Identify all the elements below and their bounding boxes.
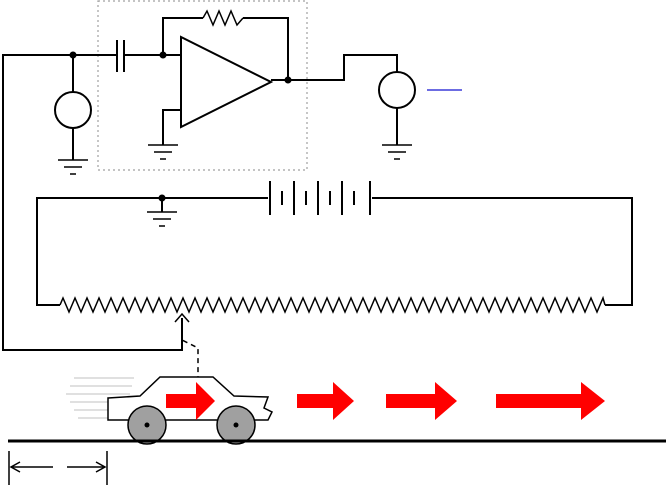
slide-potentiometer — [60, 298, 605, 312]
ground-icon — [58, 160, 88, 174]
battery-loop — [37, 195, 632, 306]
battery — [270, 181, 370, 215]
ground-icon — [382, 145, 412, 159]
coupling-capacitor — [117, 40, 167, 72]
ground-icon — [148, 145, 178, 159]
motion-arrow-4 — [496, 382, 605, 420]
distance-marker — [9, 451, 107, 485]
ground-icon — [147, 212, 177, 226]
car — [108, 377, 272, 444]
mechanical-link — [182, 332, 198, 378]
op-amp — [148, 37, 288, 159]
input-voltmeter — [55, 52, 91, 175]
motion-arrow-2 — [297, 382, 354, 420]
motion-arrow-3 — [386, 382, 457, 420]
output-voltmeter — [288, 55, 462, 159]
